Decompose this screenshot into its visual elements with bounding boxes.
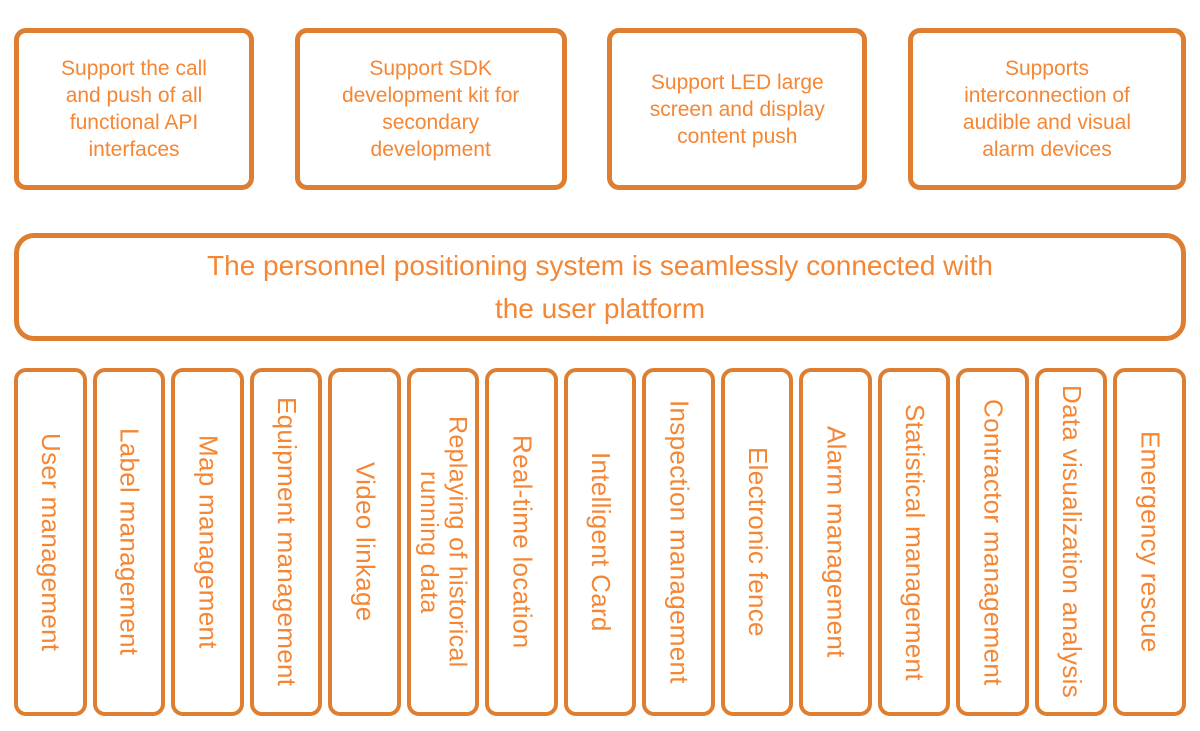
module-box-emergency-rescue: Emergency rescue xyxy=(1113,368,1186,716)
module-box-contractor-management: Contractor management xyxy=(956,368,1029,716)
module-label: Contractor management xyxy=(978,398,1009,686)
module-box-replaying-historical-data: Replaying of historical running data xyxy=(406,368,480,716)
module-label: Equipment management xyxy=(271,397,302,687)
feature-box-alarm-devices: Supports interconnection of audible and … xyxy=(907,28,1186,190)
module-label: Emergency rescue xyxy=(1135,431,1166,653)
module-label: Video linkage xyxy=(350,462,381,622)
module-label: Map management xyxy=(193,435,224,649)
module-box-video-linkage: Video linkage xyxy=(328,368,401,716)
module-box-data-visualization-analysis: Data visualization analysis xyxy=(1034,368,1108,716)
banner-label: The personnel positioning system is seam… xyxy=(207,250,993,324)
module-label: Intelligent Card xyxy=(585,452,616,632)
module-box-user-management: User management xyxy=(14,368,87,716)
module-label: Alarm management xyxy=(821,426,852,658)
module-box-label-management: Label management xyxy=(92,368,166,716)
feature-box-led: Support LED large screen and display con… xyxy=(607,28,868,190)
module-box-map-management: Map management xyxy=(171,368,244,716)
banner: The personnel positioning system is seam… xyxy=(14,233,1186,341)
feature-label: Support the call and push of all functio… xyxy=(61,57,207,161)
module-box-electronic-fence: Electronic fence xyxy=(720,368,794,716)
module-label: Data visualization analysis xyxy=(1057,385,1088,699)
feature-label: Support SDK development kit for secondar… xyxy=(341,57,520,161)
module-label: Electronic fence xyxy=(742,447,773,637)
feature-box-api: Support the call and push of all functio… xyxy=(14,28,254,190)
module-row: User management Label management Map man… xyxy=(14,368,1186,716)
module-box-statistical-management: Statistical management xyxy=(877,368,951,716)
module-label: Real-time location xyxy=(507,435,538,649)
feature-label: Support LED large screen and display con… xyxy=(649,70,825,148)
module-label: User management xyxy=(36,432,67,652)
module-box-equipment-management: Equipment management xyxy=(249,368,323,716)
module-box-real-time-location: Real-time location xyxy=(485,368,558,716)
module-label: Inspection management xyxy=(664,400,695,684)
module-label: Statistical management xyxy=(900,403,931,681)
module-label: Label management xyxy=(114,428,145,656)
module-box-intelligent-card: Intelligent Card xyxy=(563,368,637,716)
module-label: Replaying of historical running data xyxy=(414,416,472,668)
module-box-inspection-management: Inspection management xyxy=(642,368,715,716)
top-feature-row: Support the call and push of all functio… xyxy=(14,28,1186,190)
feature-box-sdk: Support SDK development kit for secondar… xyxy=(294,28,567,190)
feature-label: Supports interconnection of audible and … xyxy=(962,57,1132,161)
module-box-alarm-management: Alarm management xyxy=(799,368,872,716)
